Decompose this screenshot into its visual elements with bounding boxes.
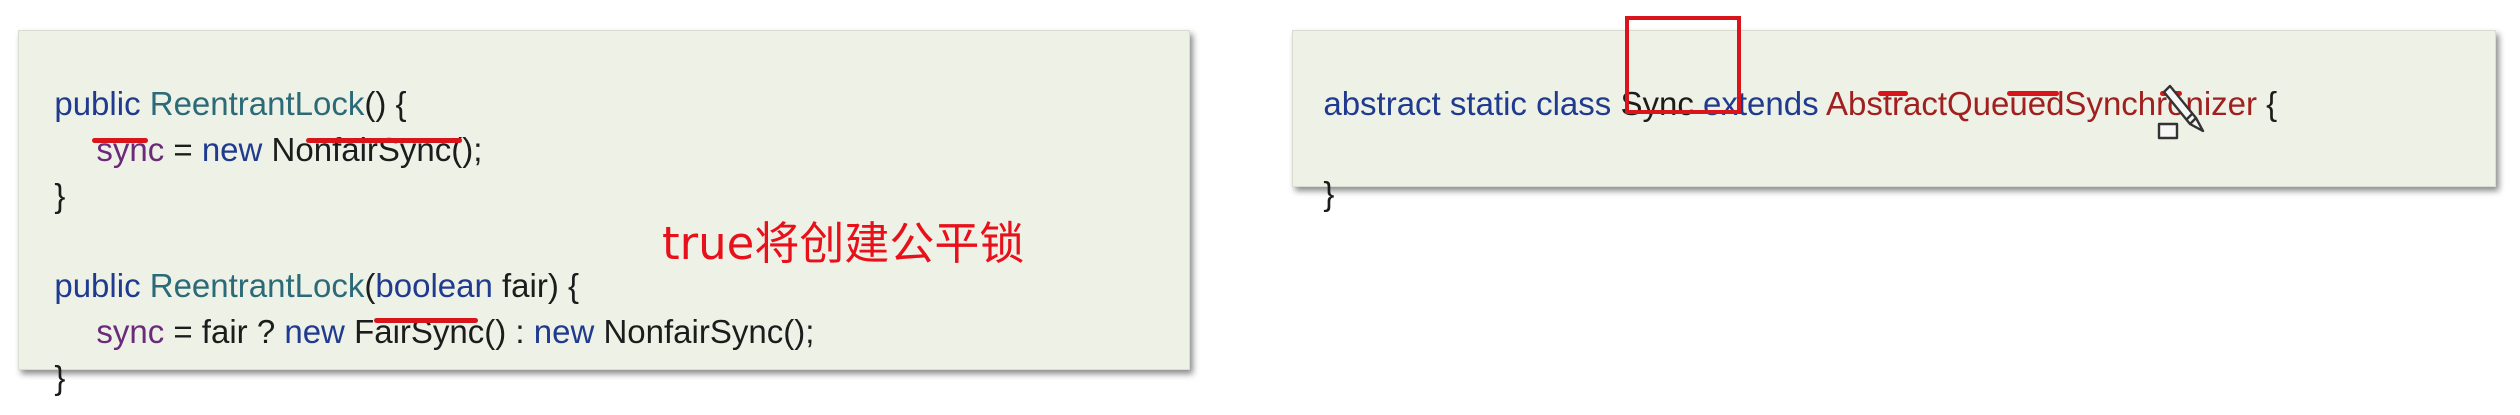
code-line-class-declaration: abstract static class Sync extends Abstr… <box>1305 44 2277 124</box>
code-text: (); <box>451 131 483 168</box>
annotation-fair-lock: true将创建公平锁 <box>662 217 1025 270</box>
keyword-new: new <box>284 313 345 350</box>
code-line-ctor1-body: sync = new NonfairSync(); <box>78 90 482 170</box>
keyword-public: public <box>54 267 141 304</box>
code-snippet-constructors <box>18 30 1190 370</box>
code-line-class-close: } <box>1305 134 1334 214</box>
underline-fairsync <box>374 318 478 323</box>
code-text: = fair ? <box>164 313 285 350</box>
keyword-public: public <box>54 85 141 122</box>
field-sync: sync <box>96 313 165 350</box>
keyword-abstract-static-class: abstract static class <box>1323 85 1612 122</box>
keyword-boolean: boolean <box>375 267 493 304</box>
keyword-new: new <box>201 131 263 168</box>
keyword-extends: extends <box>1703 85 1819 122</box>
code-brace: } <box>1323 175 1335 212</box>
code-brace: } <box>54 177 66 214</box>
code-text: (); <box>783 313 815 350</box>
class-sync: Sync <box>1620 85 1694 122</box>
code-text: fair) { <box>492 267 580 304</box>
code-text: () : <box>484 313 534 350</box>
code-line-ctor2-body: sync = fair ? new FairSync() : new Nonfa… <box>78 272 814 352</box>
underline-nonfairsync <box>306 138 462 143</box>
code-text: ( <box>364 267 376 304</box>
class-nonfairsync: NonfairSync <box>603 313 784 350</box>
class-nonfairsync: NonfairSync <box>271 131 452 168</box>
constructor-name: ReentrantLock <box>149 267 365 304</box>
code-line-ctor2-signature: public ReentrantLock(boolean fair) { <box>36 226 579 306</box>
constructor-name: ReentrantLock <box>149 85 365 122</box>
field-sync: sync <box>96 131 165 168</box>
keyword-new: new <box>533 313 595 350</box>
code-line-ctor1-signature: public ReentrantLock() { <box>36 44 407 124</box>
code-line-ctor2-close: } <box>36 318 65 398</box>
highlight-box-sync <box>1625 16 1741 114</box>
code-brace: } <box>54 359 66 396</box>
underline-abstract <box>1878 91 1908 96</box>
code-text: = <box>164 131 202 168</box>
code-text: () { <box>364 85 407 122</box>
underline-queued <box>2007 91 2059 96</box>
code-snippet-sync-class <box>1292 30 2496 187</box>
underline-sync <box>92 138 148 143</box>
code-line-ctor1-close: } <box>36 136 65 216</box>
pencil-cursor-icon <box>2157 84 2205 140</box>
code-text: { <box>2257 85 2278 122</box>
